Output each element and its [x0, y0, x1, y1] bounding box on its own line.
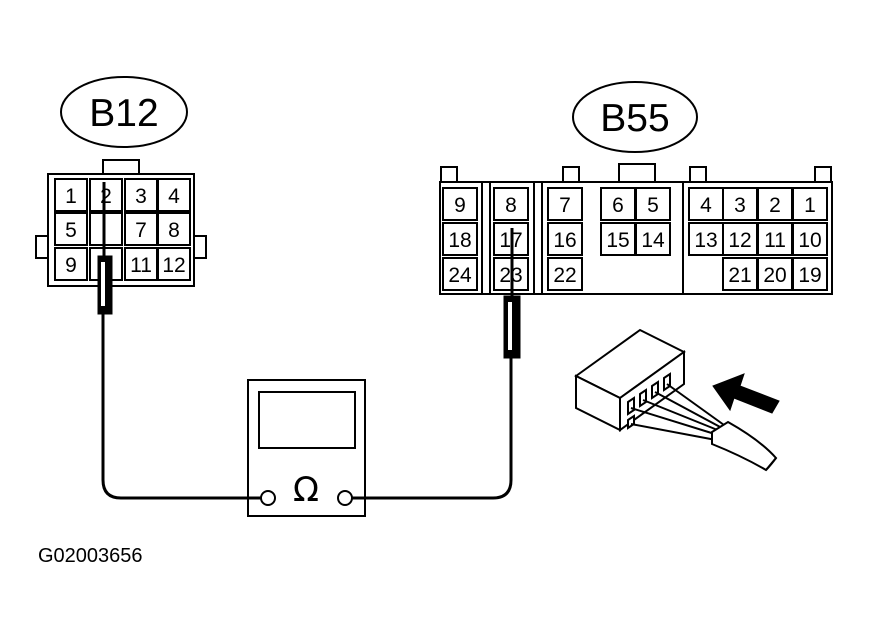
- pin-cell: 16: [547, 222, 583, 256]
- pin-cell: 4: [688, 187, 724, 221]
- pin-cell: 11: [124, 247, 158, 281]
- pin-number: 4: [168, 185, 180, 208]
- pin-number: 11: [130, 254, 152, 277]
- pin-cell: 19: [792, 257, 828, 291]
- pin-number: 7: [135, 219, 147, 242]
- pin-number: 12: [728, 229, 751, 252]
- pin-cell: 8: [493, 187, 529, 221]
- pin-number: 14: [641, 229, 665, 252]
- pin-number: 20: [763, 264, 786, 287]
- pin-number: 11: [764, 229, 786, 252]
- pin-number: 5: [647, 194, 659, 217]
- pin-cell: 1: [54, 178, 88, 212]
- pin-cell: 14: [635, 222, 671, 256]
- pin-number: 13: [694, 229, 717, 252]
- pin-cell: [89, 212, 123, 246]
- pin-cell: 3: [722, 187, 758, 221]
- pin-number: 15: [606, 229, 629, 252]
- pin-cell: 1: [792, 187, 828, 221]
- ohm-symbol: Ω: [293, 470, 319, 510]
- pin-number: 1: [65, 185, 77, 208]
- pin-cell: 20: [757, 257, 793, 291]
- pin-cell: 13: [688, 222, 724, 256]
- b55-label: B55: [572, 81, 698, 153]
- pin-cell: 2: [757, 187, 793, 221]
- pin-cell: 11: [757, 222, 793, 256]
- pin-number: 3: [734, 194, 746, 217]
- pin-cell: 12: [157, 247, 191, 281]
- pin-number: 10: [798, 229, 821, 252]
- pin-cell: 8: [157, 212, 191, 246]
- pin-cell: 5: [635, 187, 671, 221]
- pin-cell: 3: [124, 178, 158, 212]
- pin-cell: 7: [124, 212, 158, 246]
- pin-cell: 7: [547, 187, 583, 221]
- pin-cell: 21: [722, 257, 758, 291]
- pin-number: 6: [612, 194, 624, 217]
- test-leads: [101, 310, 513, 500]
- b12-label: B12: [60, 76, 188, 148]
- pin-number: 2: [100, 185, 112, 208]
- pin-number: 24: [448, 264, 472, 287]
- pin-number: 5: [65, 219, 77, 242]
- pin-number: 9: [454, 194, 466, 217]
- b55-label-text: B55: [600, 97, 669, 140]
- pin-cell: 6: [600, 187, 636, 221]
- pin-cell: 22: [547, 257, 583, 291]
- connector-icon: [574, 328, 778, 472]
- b12-label-text: B12: [89, 92, 158, 135]
- figure-code: G02003656: [38, 545, 143, 567]
- pin-cell: 18: [442, 222, 478, 256]
- pin-cell: 5: [54, 212, 88, 246]
- pin-number: 19: [798, 264, 821, 287]
- pin-number: 8: [168, 219, 180, 242]
- pin-cell: 9: [54, 247, 88, 281]
- pin-cell: 2: [89, 178, 123, 212]
- pin-number: 22: [553, 264, 576, 287]
- pin-number: 9: [65, 254, 77, 277]
- pin-number: 12: [162, 254, 185, 277]
- pin-number: 8: [505, 194, 517, 217]
- pin-number: 3: [135, 185, 147, 208]
- pin-cell: 15: [600, 222, 636, 256]
- pin-cell: 12: [722, 222, 758, 256]
- pin-number: 1: [804, 194, 816, 217]
- probe-icon: [97, 182, 521, 359]
- pin-cell: 10: [792, 222, 828, 256]
- ohmmeter-icon: [247, 379, 366, 517]
- pin-cell: 9: [442, 187, 478, 221]
- pin-cell: 24: [442, 257, 478, 291]
- pin-number: 21: [728, 264, 751, 287]
- pin-number: 4: [700, 194, 712, 217]
- pin-number: 7: [559, 194, 571, 217]
- pin-number: 18: [448, 229, 471, 252]
- pin-number: 2: [769, 194, 781, 217]
- pin-number: 16: [553, 229, 576, 252]
- pin-cell: 4: [157, 178, 191, 212]
- insertion-arrow-icon: [712, 373, 780, 414]
